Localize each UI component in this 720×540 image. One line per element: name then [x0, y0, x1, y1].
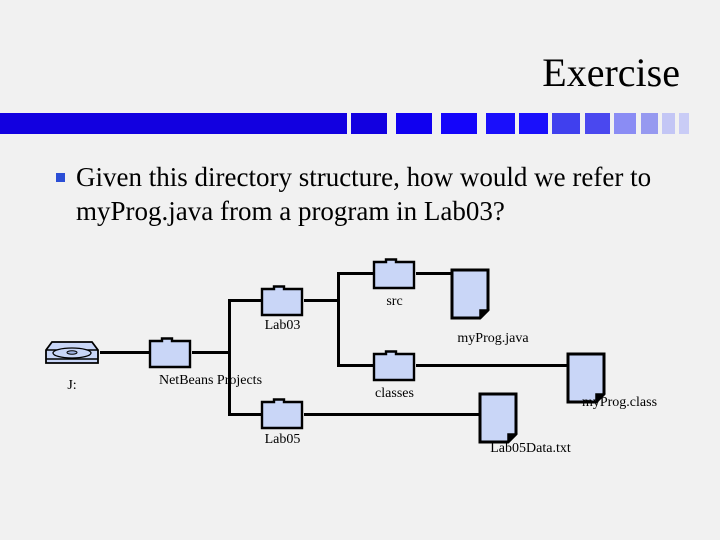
tree-node-label-myprog-class: myProg.class: [581, 395, 658, 410]
folder-icon-netbeans: [148, 337, 192, 369]
square-bullet-icon: [56, 173, 65, 182]
tree-connector: [337, 272, 340, 367]
accent-bar-segment: [519, 113, 548, 134]
accent-bar-segment: [641, 113, 658, 134]
accent-bar-segment: [585, 113, 610, 134]
tree-node-label-lab05: Lab05: [264, 432, 301, 447]
tree-node-label-netbeans: NetBeans Projects: [158, 373, 263, 388]
tree-connector: [337, 272, 373, 275]
accent-bar-segment: [614, 113, 636, 134]
folder-icon-lab03: [260, 285, 304, 317]
tree-node-label-lab05data-txt: Lab05Data.txt: [490, 441, 571, 456]
tree-node-label-src: src: [386, 294, 403, 309]
file-icon-myprog-java: [450, 268, 490, 320]
accent-bar-segment: [351, 113, 387, 134]
folder-icon-classes: [372, 350, 416, 382]
accent-bar-segment: [396, 113, 432, 134]
folder-icon-src: [372, 258, 416, 290]
tree-connector: [228, 299, 231, 416]
accent-bar-segment: [486, 113, 515, 134]
bullet-item: Given this directory structure, how woul…: [56, 160, 656, 228]
tree-connector: [228, 413, 262, 416]
file-icon-myprog-class: [566, 352, 606, 404]
tree-connector: [228, 299, 262, 302]
tree-connector: [416, 364, 582, 367]
tree-node-label-lab03: Lab03: [264, 318, 301, 333]
accent-bar: [0, 113, 720, 134]
folder-icon-lab05: [260, 398, 304, 430]
bullet-item-label: Given this directory structure, how woul…: [76, 162, 652, 226]
tree-node-label-myprog-java: myProg.java: [457, 331, 529, 346]
accent-bar-segment: [441, 113, 477, 134]
accent-bar-segment: [662, 113, 675, 134]
tree-connector: [304, 299, 340, 302]
tree-connector: [304, 413, 480, 416]
tree-connector: [100, 351, 150, 354]
tree-connector: [192, 351, 231, 354]
tree-connector: [416, 272, 472, 275]
tree-node-label-classes: classes: [375, 386, 414, 401]
tree-node-label-drive-j: J:: [67, 378, 77, 393]
accent-bar-segment: [679, 113, 689, 134]
accent-bar-segment: [552, 113, 580, 134]
page-title: Exercise: [542, 50, 680, 95]
file-icon-lab05data-txt: [478, 392, 518, 444]
accent-bar-segment: [0, 113, 347, 134]
drive-icon-drive-j: [44, 340, 100, 366]
tree-connector: [337, 364, 373, 367]
body-content: Given this directory structure, how woul…: [56, 160, 656, 228]
